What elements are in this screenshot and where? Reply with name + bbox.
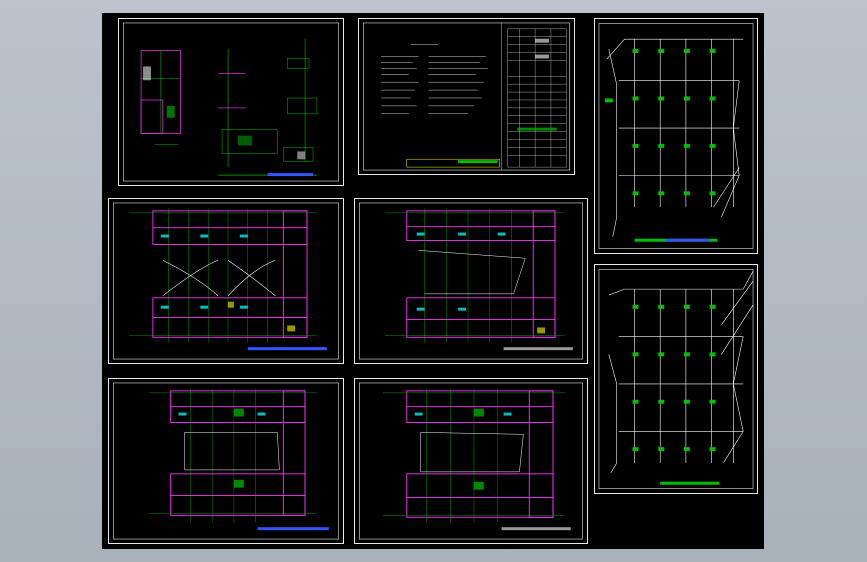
floor-plan-1	[113, 202, 339, 360]
floor-plan-4	[359, 382, 583, 540]
plan-sheet-1[interactable]	[108, 198, 344, 364]
floor-plan-3	[113, 382, 339, 540]
riser-sheet-1[interactable]	[594, 18, 758, 254]
cad-drawing-viewport[interactable]	[102, 13, 764, 549]
plan-sheet-3[interactable]	[108, 378, 344, 544]
riser-drawing-2	[598, 269, 754, 489]
floor-plan-2	[359, 202, 583, 360]
riser-drawing-1	[598, 23, 754, 249]
notes-drawing	[363, 22, 570, 171]
detail-drawing	[123, 22, 339, 182]
riser-sheet-2[interactable]	[594, 264, 758, 494]
notes-sheet[interactable]	[358, 18, 575, 175]
plan-sheet-4[interactable]	[354, 378, 588, 544]
detail-sheet[interactable]	[118, 18, 344, 186]
plan-sheet-2[interactable]	[354, 198, 588, 364]
